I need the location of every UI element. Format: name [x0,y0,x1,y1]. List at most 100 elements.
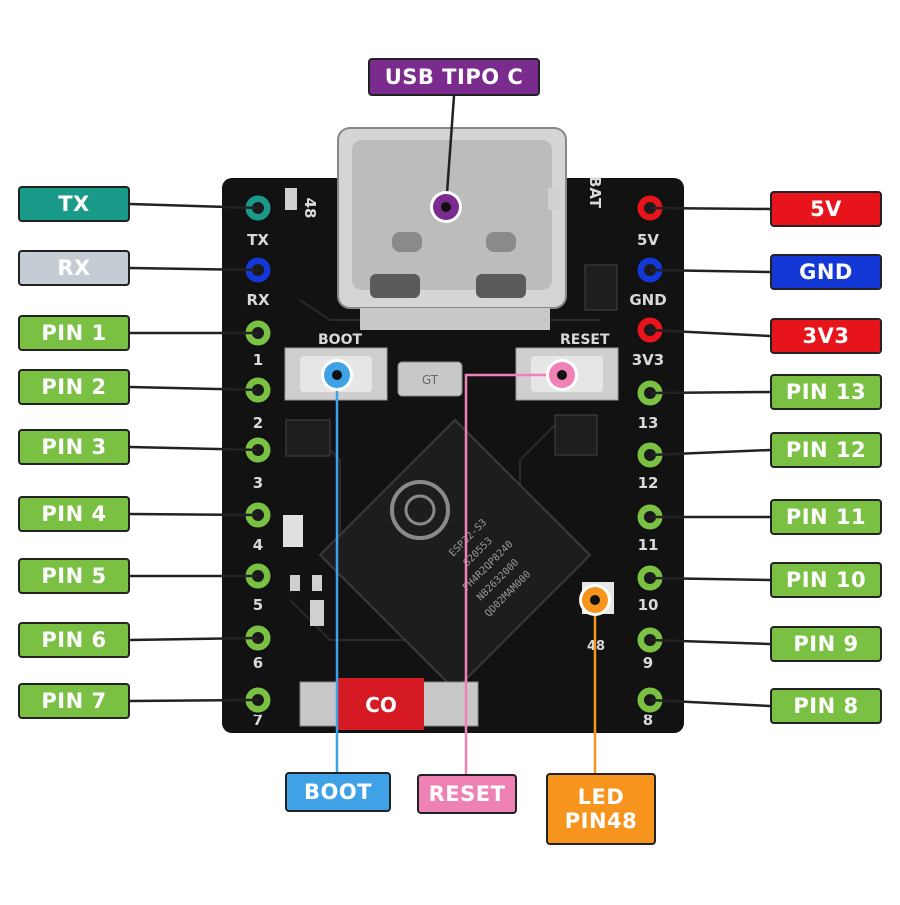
label-text: PIN 10 [785,567,867,592]
label-led-pin48: LED PIN48 [546,773,656,845]
label-pin-11: PIN 11 [770,499,882,535]
leader-line [649,328,771,338]
label-text: PIN 8 [793,693,859,718]
label-text: PIN 2 [41,374,107,399]
silk-label: TX [247,231,269,249]
leader-line [129,385,259,392]
silk-label: 5 [253,596,263,614]
leader-line [129,698,259,703]
silk-label: 10 [638,596,659,614]
leader-line [129,445,259,452]
label-rx: RX [18,250,130,286]
label-text: PIN 11 [785,504,867,529]
silk-label: RX [246,291,270,309]
silk-label: 12 [638,474,659,492]
leader-line [649,576,771,582]
label-text: GND [799,259,853,284]
feature-dot-center [332,370,342,380]
label-text: PIN 13 [785,379,867,404]
label-text: RESET [428,781,506,806]
label-text: 3V3 [802,323,850,348]
label-text: PIN 5 [41,563,107,588]
label-pin-7: PIN 7 [18,683,130,719]
label-pin-12: PIN 12 [770,432,882,468]
leader-line-usb [444,95,456,208]
silkscreen-right: BAT 5V GND 3V3 13 12 11 10 9 8 [586,176,667,729]
leader-line [129,636,259,642]
label-text: PIN 7 [41,688,107,713]
label-text: USB TIPO C [384,64,524,89]
silk-label: BAT [586,176,604,209]
silk-label: 3V3 [632,351,664,369]
label-reset: RESET [417,774,517,814]
usb-c-connector [337,127,567,330]
label-pin-2: PIN 2 [18,369,130,405]
label-gnd: GND [770,254,882,290]
label-text: TX [58,191,90,216]
leader-line [649,448,771,457]
silk-reset: RESET [560,332,610,348]
label-3v3: 3V3 [770,318,882,354]
feature-dot-center [590,595,600,605]
leader-line [649,390,771,395]
silk-label: 3 [253,474,263,492]
silk-label: 13 [638,414,659,432]
smd-components [283,188,618,626]
label-text: LED PIN48 [564,784,638,833]
silk-label: 8 [643,711,653,729]
label-text: PIN 3 [41,434,107,459]
silk-label: 1 [253,351,263,369]
leader-line [129,512,259,517]
crystal-marking: GT [422,373,439,387]
label-5v: 5V [770,191,882,227]
silk-boot: BOOT [318,332,362,348]
feature-dots [321,191,611,616]
feature-dot-center [557,370,567,380]
label-pin-4: PIN 4 [18,496,130,532]
silk-label: GND [629,291,666,309]
leader-line-reset [464,373,562,774]
label-text: PIN 12 [785,437,867,462]
leader-line [129,202,259,210]
silk-label: 2 [253,414,263,432]
silk-label: 4 [253,536,263,554]
feature-dot-center [441,202,451,212]
silk-label: 11 [638,536,659,554]
label-tx: TX [18,186,130,222]
label-pin-8: PIN 8 [770,688,882,724]
silk-label: 48 [301,198,319,219]
label-pin-1: PIN 1 [18,315,130,351]
label-text: RX [57,255,91,280]
crystal: GT [397,361,463,397]
label-pin-5: PIN 5 [18,558,130,594]
co-strip: CO [299,678,479,730]
label-text: PIN 6 [41,627,107,652]
silk-label: 9 [643,654,653,672]
leader-line [649,206,771,211]
label-text: PIN 1 [41,320,107,345]
esp32-chip: ESP32-S3S20553FH4R2QP8240N82632000QD02MA… [318,418,592,692]
label-boot: BOOT [285,772,391,812]
leader-line [129,266,259,272]
label-usb-tipo-c: USB TIPO C [368,58,540,96]
label-pin-9: PIN 9 [770,626,882,662]
label-pin-13: PIN 13 [770,374,882,410]
label-text: 5V [810,196,842,221]
silk-label: 7 [253,711,263,729]
label-pin-6: PIN 6 [18,622,130,658]
leader-line [649,698,771,708]
leader-line [649,638,771,646]
silk-label: 6 [253,654,263,672]
leader-line [649,268,771,274]
silk-label: 5V [637,231,659,249]
label-pin-10: PIN 10 [770,562,882,598]
svg-text:CO: CO [365,693,397,717]
label-pin-3: PIN 3 [18,429,130,465]
label-text: PIN 4 [41,501,107,526]
label-text: PIN 9 [793,631,859,656]
label-text: BOOT [303,779,373,804]
leader-lines [129,95,771,774]
